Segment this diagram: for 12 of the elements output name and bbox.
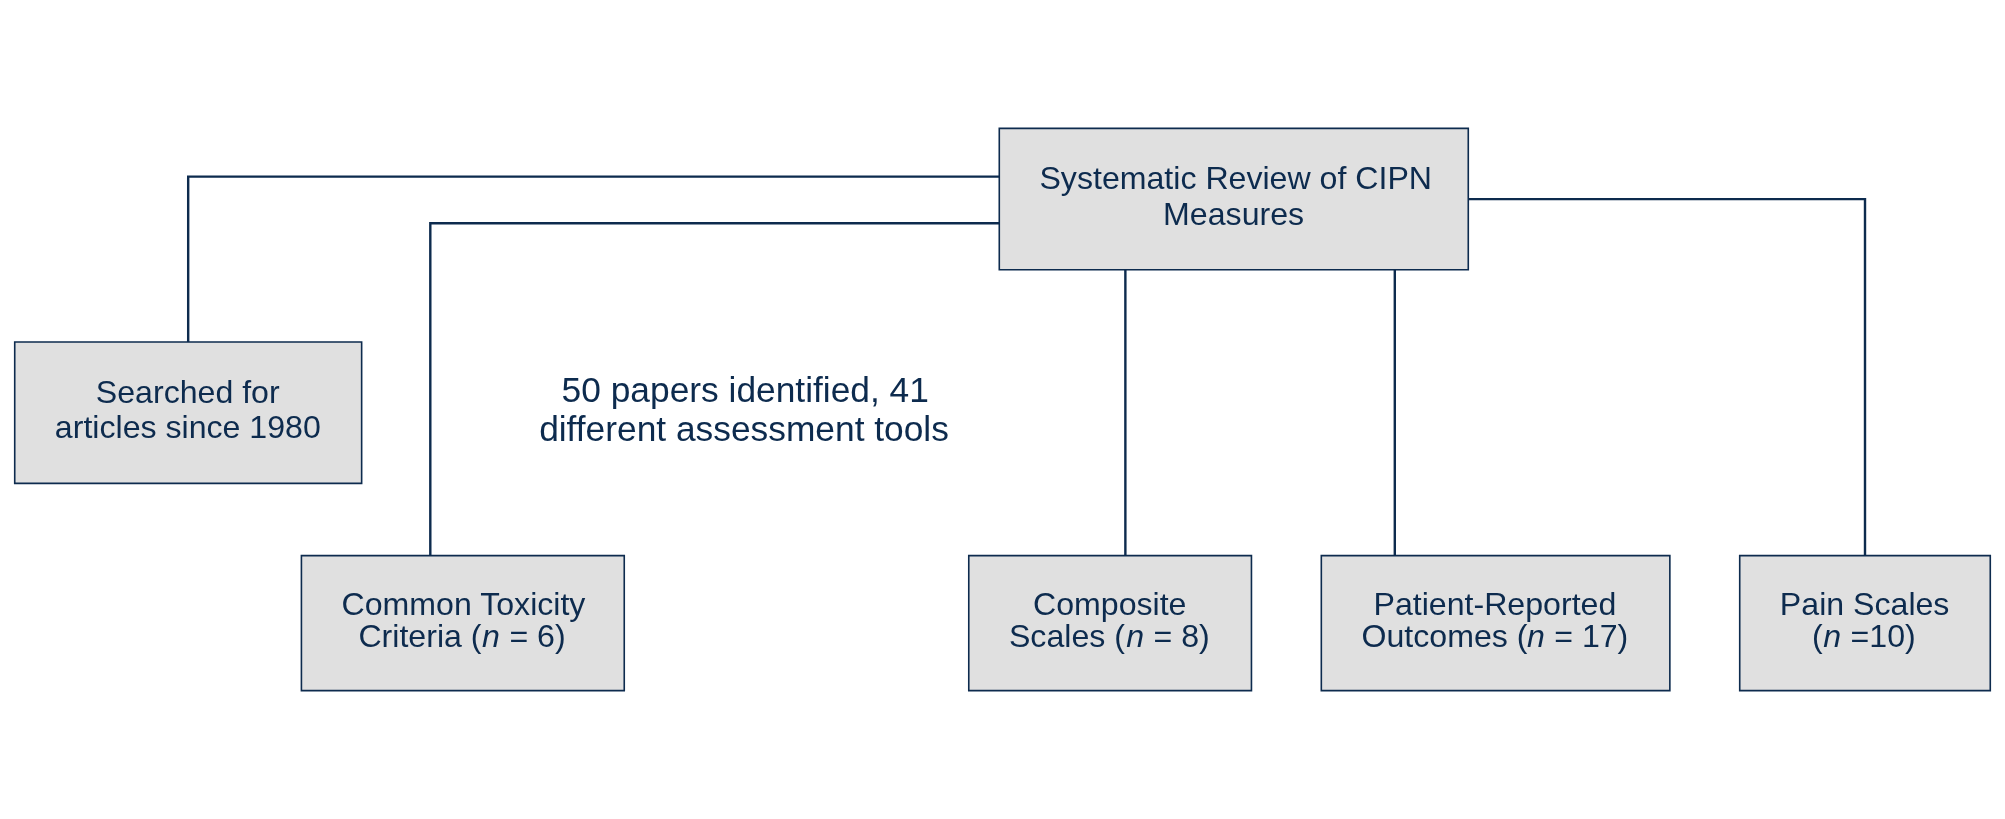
connector — [1393, 270, 1396, 556]
connector — [186, 175, 1000, 342]
connector — [1468, 197, 1867, 556]
connector — [1124, 270, 1127, 556]
connector — [429, 222, 1000, 556]
node-box: Patient-Reported Outcomes (n = 17) — [1320, 554, 1671, 692]
node-box: Searched for articles since 1980 — [13, 341, 363, 485]
node-box: Pain Scales (n =10) — [1738, 554, 1992, 692]
node-box: Systematic Review of CIPN Measures — [998, 127, 1470, 271]
node-box: Composite Scales (n = 8) — [967, 554, 1253, 692]
node-box: Common Toxicity Criteria (n = 6) — [300, 554, 626, 692]
label: 50 papers identified, 41 different assessment tools — [539, 370, 949, 448]
